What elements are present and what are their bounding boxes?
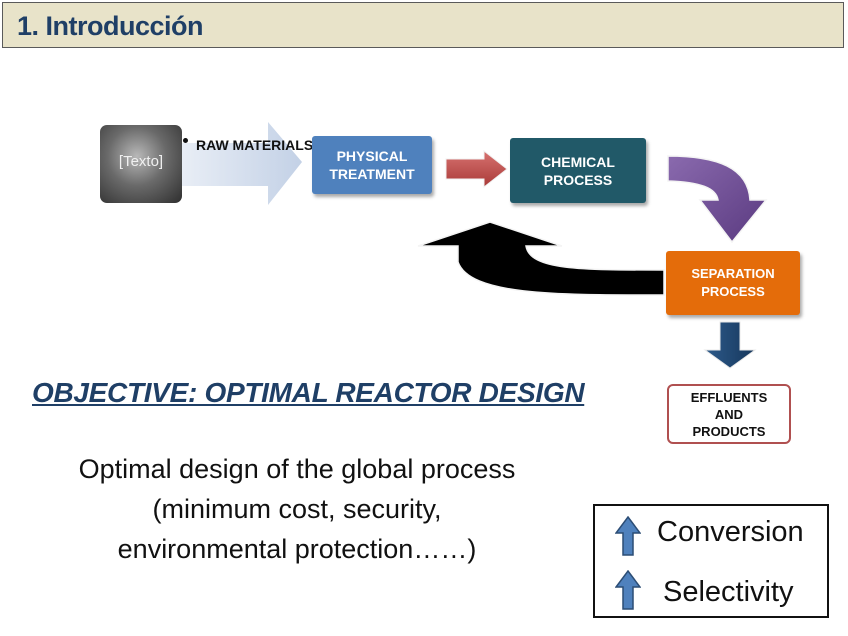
description-text: Optimal design of the global process (mi… (78, 454, 516, 564)
up-arrow-icon (615, 570, 641, 610)
raw-materials-photo: [Texto] (100, 125, 182, 203)
page-title: 1. Introducción (17, 11, 204, 41)
physical-to-chemical-arrow (445, 149, 508, 189)
photo-placeholder-label: [Texto] (118, 153, 164, 170)
raw-materials-arrow (180, 122, 302, 205)
recycle-arrow (417, 221, 665, 296)
legend-box: Conversion Selectivity (593, 504, 829, 618)
separation-to-effluents-arrow (703, 321, 757, 369)
physical-treatment-box: PHYSICAL TREATMENT (312, 136, 432, 194)
objective-heading: OBJECTIVE: OPTIMAL REACTOR DESIGN (32, 377, 585, 408)
legend-conversion-label: Conversion (657, 516, 804, 548)
bullet-icon (183, 138, 188, 143)
separation-process-box: SEPARATION PROCESS (666, 251, 800, 315)
title-bar: 1. Introducción (2, 2, 844, 48)
raw-materials-label: RAW MATERIALS (196, 137, 314, 153)
chemical-to-separation-arrow (667, 155, 768, 244)
effluents-products-box: EFFLUENTS AND PRODUCTS (667, 384, 791, 444)
up-arrow-icon (615, 516, 641, 556)
legend-selectivity-label: Selectivity (663, 576, 794, 608)
chemical-process-box: CHEMICAL PROCESS (510, 138, 646, 203)
